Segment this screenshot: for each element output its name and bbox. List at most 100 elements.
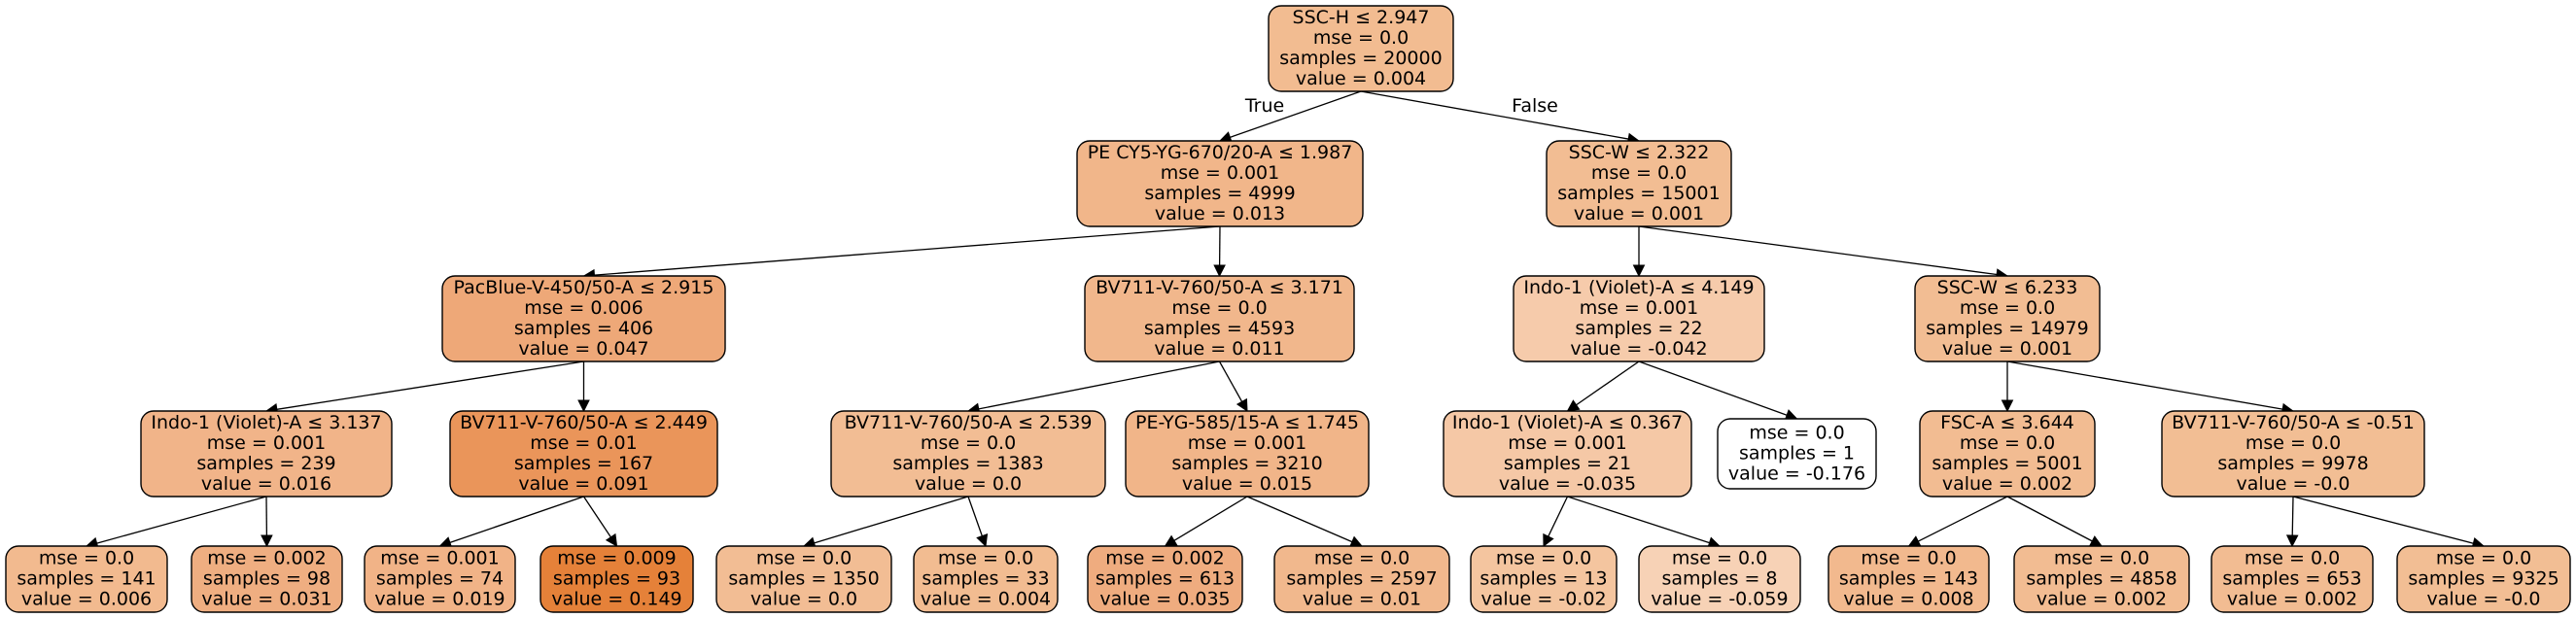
node-box bbox=[1513, 275, 1765, 362]
samples-text: samples = 613 bbox=[1096, 568, 1235, 590]
edge-arrowhead bbox=[2001, 399, 2014, 413]
edge-n9-n19 bbox=[802, 496, 969, 549]
edge-n2-n5 bbox=[1632, 226, 1646, 278]
node-box bbox=[1717, 418, 1877, 490]
edge-arrowhead bbox=[1213, 264, 1226, 278]
value-text: value = 0.047 bbox=[518, 338, 648, 360]
mse-text: mse = 0.0 bbox=[39, 548, 134, 569]
mse-text: mse = 0.0 bbox=[1314, 548, 1410, 569]
value-text: value = 0.01 bbox=[1303, 589, 1421, 610]
value-text: value = 0.004 bbox=[1296, 68, 1426, 89]
samples-text: samples = 9325 bbox=[2408, 568, 2559, 590]
samples-text: samples = 9978 bbox=[2217, 453, 2368, 474]
edge-arrowhead bbox=[976, 533, 989, 548]
samples-text: samples = 20000 bbox=[1279, 48, 1442, 69]
samples-text: samples = 74 bbox=[376, 568, 504, 590]
mse-text: mse = 0.009 bbox=[557, 548, 677, 569]
mse-text: mse = 0.001 bbox=[1580, 297, 1699, 319]
node-box bbox=[140, 410, 393, 498]
split-condition: SSC-H ≤ 2.947 bbox=[1293, 7, 1430, 28]
value-text: value = 0.0 bbox=[750, 589, 857, 610]
mse-text: mse = 0.001 bbox=[207, 432, 327, 454]
value-text: value = -0.0 bbox=[2427, 589, 2541, 610]
value-text: value = 0.002 bbox=[2036, 589, 2167, 610]
node-box bbox=[1084, 275, 1355, 362]
node-box bbox=[2013, 545, 2190, 613]
split-condition: BV711-V-760/50-A ≤ 2.449 bbox=[460, 412, 708, 433]
edge-arrowhead bbox=[577, 399, 590, 413]
mse-text: mse = 0.0 bbox=[756, 548, 852, 569]
node-box bbox=[2161, 410, 2425, 498]
node-box bbox=[1914, 275, 2101, 362]
edge-arrowhead bbox=[605, 532, 618, 547]
samples-text: samples = 406 bbox=[514, 318, 653, 339]
value-text: value = 0.004 bbox=[921, 589, 1051, 610]
mse-text: mse = 0.0 bbox=[1749, 423, 1844, 444]
node-box bbox=[2210, 545, 2374, 613]
mse-text: mse = 0.0 bbox=[1496, 548, 1591, 569]
samples-text: samples = 21 bbox=[1504, 453, 1631, 474]
samples-text: samples = 3210 bbox=[1171, 453, 1322, 474]
edge-n9-n20 bbox=[967, 496, 989, 548]
mse-text: mse = 0.006 bbox=[524, 297, 644, 319]
edge-label-true: True bbox=[1244, 95, 1284, 117]
edge-n0-n1: True bbox=[1218, 90, 1362, 144]
samples-text: samples = 4858 bbox=[2026, 568, 2176, 590]
edge-arrowhead bbox=[2285, 534, 2299, 548]
mse-text: mse = 0.0 bbox=[1313, 27, 1409, 49]
split-condition: PE CY5-YG-670/20-A ≤ 1.987 bbox=[1088, 142, 1353, 163]
mse-text: mse = 0.002 bbox=[1105, 548, 1225, 569]
samples-text: samples = 239 bbox=[196, 453, 335, 474]
value-text: value = 0.016 bbox=[201, 473, 331, 495]
value-text: value = 0.002 bbox=[2227, 589, 2357, 610]
samples-text: samples = 22 bbox=[1575, 318, 1702, 339]
node-box bbox=[1443, 410, 1692, 498]
edge-n7-n15 bbox=[85, 496, 267, 550]
value-text: value = 0.091 bbox=[518, 473, 648, 495]
edge-arrowhead bbox=[1566, 399, 1581, 412]
mse-text: mse = 0.0 bbox=[2436, 548, 2531, 569]
mse-text: mse = 0.0 bbox=[1861, 548, 1956, 569]
edge-n8-n17 bbox=[438, 496, 584, 549]
value-text: value = -0.035 bbox=[1499, 473, 1636, 495]
node-box bbox=[449, 410, 718, 498]
edge-n13-n26 bbox=[2006, 496, 2103, 547]
value-text: value = 0.006 bbox=[21, 589, 152, 610]
split-condition: FSC-A ≤ 3.644 bbox=[1940, 412, 2074, 433]
samples-text: samples = 653 bbox=[2222, 568, 2361, 590]
node-box bbox=[1638, 545, 1801, 613]
split-condition: Indo-1 (Violet)-A ≤ 3.137 bbox=[151, 412, 381, 433]
value-text: value = 0.0 bbox=[915, 473, 1022, 495]
value-text: value = -0.042 bbox=[1570, 338, 1707, 360]
split-condition: SSC-W ≤ 6.233 bbox=[1937, 277, 2078, 298]
edge-arrowhead bbox=[1236, 397, 1248, 412]
samples-text: samples = 2597 bbox=[1286, 568, 1437, 590]
samples-text: samples = 8 bbox=[1661, 568, 1777, 590]
edge-n1-n3 bbox=[582, 225, 1221, 282]
node-box bbox=[913, 545, 1059, 613]
node-box bbox=[441, 275, 726, 362]
node-box bbox=[1076, 140, 1364, 227]
mse-text: mse = 0.002 bbox=[207, 548, 327, 569]
split-condition: BV711-V-760/50-A ≤ 3.171 bbox=[1096, 277, 1343, 298]
samples-text: samples = 167 bbox=[514, 453, 653, 474]
value-text: value = 0.031 bbox=[201, 589, 331, 610]
